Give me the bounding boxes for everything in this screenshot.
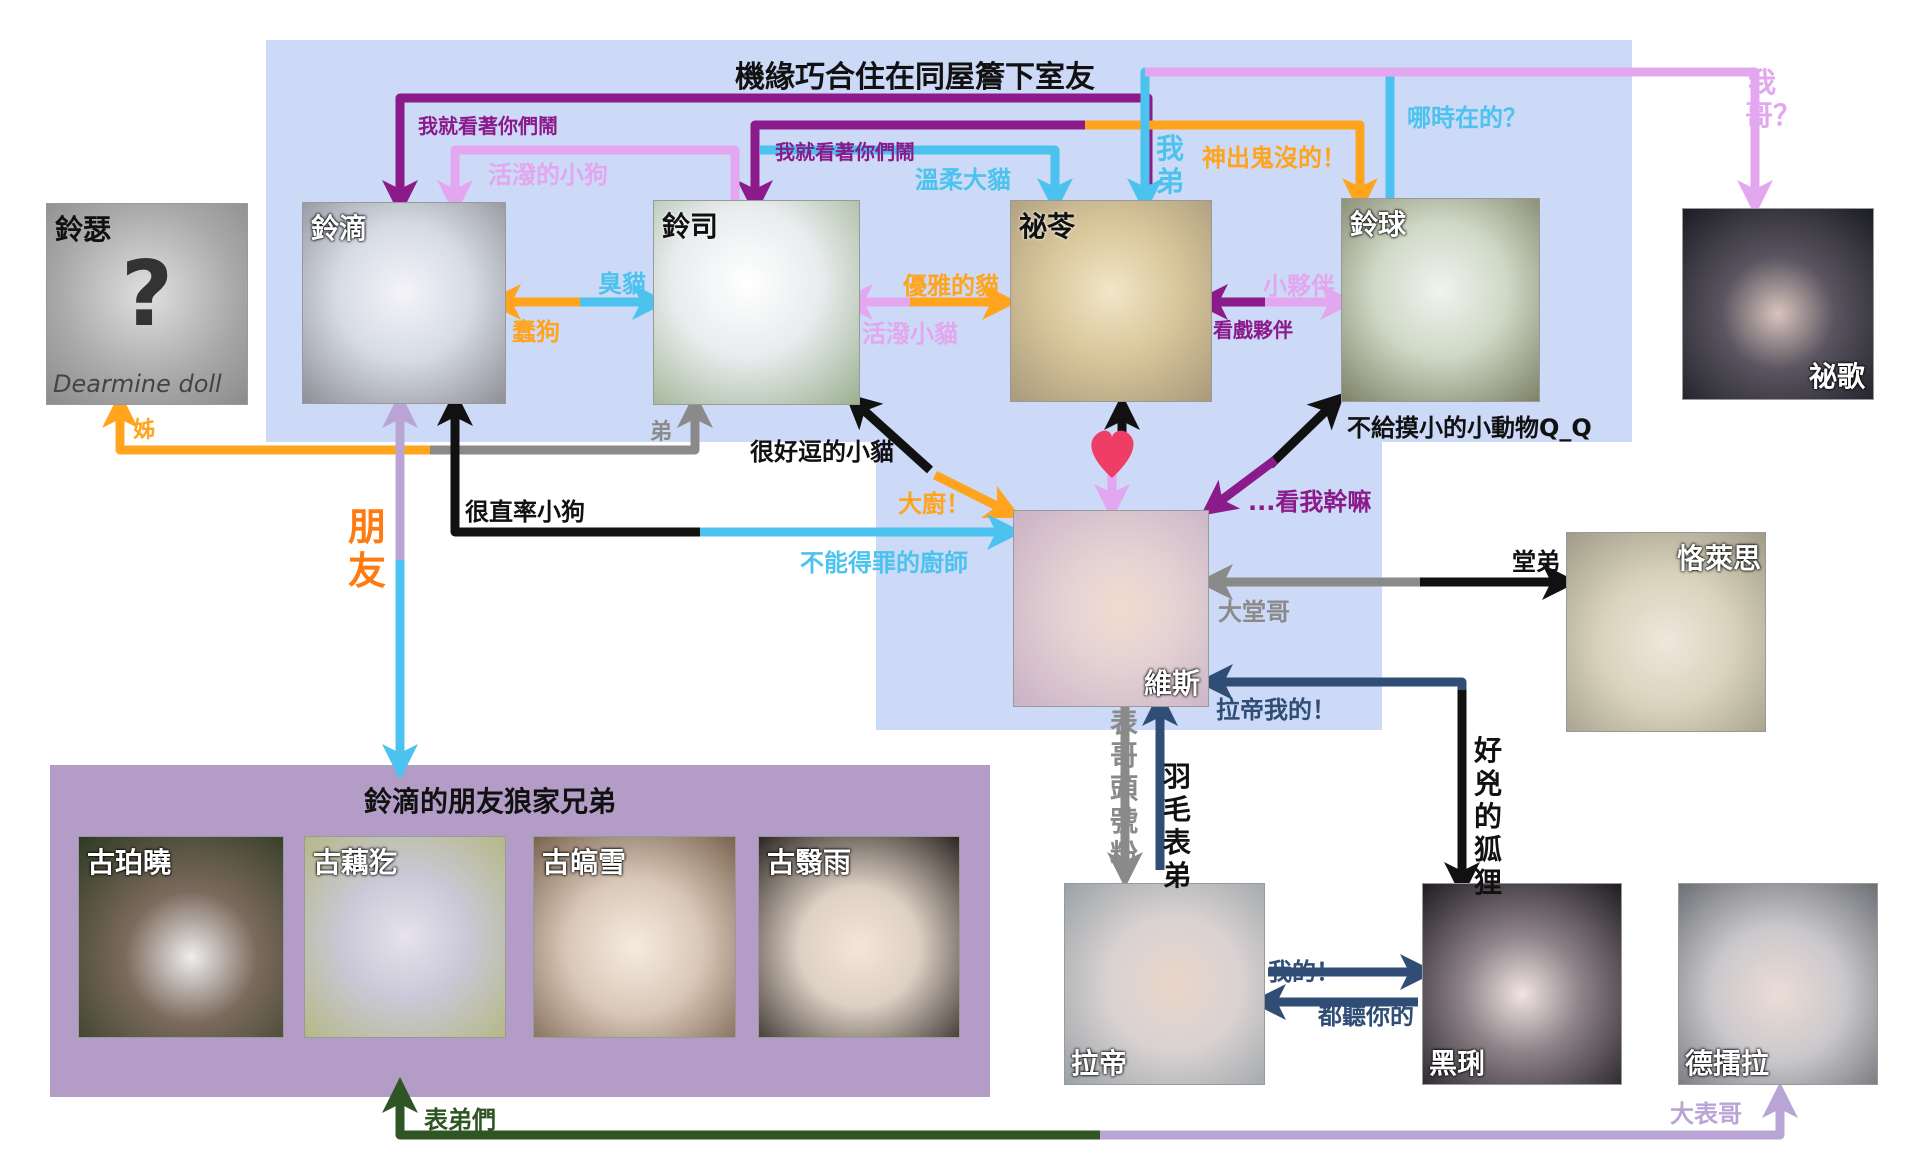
label-kelaisi: 恪萊思: [1677, 542, 1762, 575]
arrow-weisi-lingsi: [844, 392, 934, 474]
arrow-delei-wolf: [382, 1077, 1115, 1140]
portrait-weisi: 維斯: [1013, 510, 1209, 707]
label-funny-kitten: 很好逗的小貓: [750, 438, 894, 466]
arrow-lingse-lingsi: [430, 392, 713, 455]
label-lingdi: 鈴滴: [311, 212, 368, 245]
label-mige: 祕歌: [1808, 360, 1865, 393]
label-feather-cousin: 羽毛表弟: [1162, 760, 1191, 892]
portrait-miling: 祕苓: [1010, 200, 1212, 402]
label-why-look: ...看我幹嘛: [1248, 488, 1372, 516]
arrow-miling-lingsi: [737, 120, 1085, 216]
label-watch-you-2: 我就看著你們鬧: [775, 140, 915, 164]
label-elegant-cat: 優雅的貓: [903, 272, 999, 300]
portrait-lingse: ? 鈴瑟 Dearmine doll: [46, 203, 248, 405]
portrait-lingqiu: 鈴球: [1341, 198, 1540, 402]
label-watch-you-1: 我就看著你們鬧: [418, 114, 558, 138]
label-cousins: 表弟們: [424, 1106, 496, 1134]
heart-icon: [1091, 430, 1134, 478]
portrait-gubo: 古珀曉: [78, 836, 284, 1038]
label-big-cousin: 大表哥: [1670, 1100, 1742, 1128]
label-when-here: 哪時在的？: [1407, 104, 1527, 132]
label-fierce-fox: 好兇的狐狸: [1473, 734, 1502, 899]
question-mark-icon: ?: [120, 242, 174, 347]
arrow-miling-lingqiu: [1085, 120, 1378, 214]
label-cousin-older: 大堂哥: [1218, 598, 1290, 626]
arrow-weisi-lingqiu: [1266, 392, 1345, 469]
label-silly-dog: 蠢狗: [512, 318, 560, 346]
arrow-lingsi-miling: [760, 145, 1073, 214]
label-lively-puppy-top: 活潑的小狗: [488, 161, 608, 189]
arrow-lingsi-lingdi: [437, 145, 740, 216]
label-chef-offend: 不能得罪的廚師: [800, 549, 968, 577]
label-friend: 朋友: [347, 505, 386, 593]
label-lingsi: 鈴司: [662, 210, 719, 243]
portrait-heili: 黑琍: [1422, 883, 1622, 1085]
label-cousin-top-fan: 表哥頭號粉: [1109, 706, 1138, 871]
label-heili: 黑琍: [1429, 1047, 1486, 1080]
label-younger-brother: 弟: [650, 420, 673, 445]
label-gentle-cat: 溫柔大貓: [915, 166, 1011, 194]
arrow-lingqiu-mige: [1145, 67, 1773, 216]
arrow-lingqiu-weisi: [1200, 456, 1278, 516]
label-my-big-brother: 我哥？: [1745, 66, 1802, 132]
label-cousin-younger: 堂弟: [1512, 548, 1560, 576]
label-no-touch: 不給摸小的小動物Q_Q: [1347, 414, 1592, 442]
label-guyi: 古翳雨: [767, 846, 852, 879]
arrow-wolf-delei: [1100, 1082, 1798, 1140]
label-my-brother: 我弟: [1155, 132, 1184, 198]
arrow-lingsi-lingse: [102, 392, 430, 455]
label-show-buddy: 看戲夥伴: [1213, 318, 1293, 342]
label-lively-kitten: 活潑小貓: [862, 320, 958, 348]
label-mine: 我的！: [1268, 958, 1340, 986]
label-miling: 祕苓: [1019, 210, 1076, 243]
label-big-chef: 大廚！: [898, 490, 970, 518]
portrait-lingsi: 鈴司: [653, 200, 860, 405]
portrait-mige: 祕歌: [1682, 208, 1874, 400]
portrait-ladi: 拉帝: [1064, 883, 1265, 1085]
label-weisi: 維斯: [1143, 667, 1200, 700]
label-delei: 德擂拉: [1685, 1047, 1770, 1080]
portrait-kelaisi: 恪萊思: [1566, 532, 1766, 732]
label-sister: 姊: [133, 418, 156, 443]
label-listen-you: 都聽你的: [1318, 1002, 1414, 1030]
arrow-lingsi-weisi: [932, 470, 1022, 519]
housemates-title: 機緣巧合住在同屋簷下室友: [735, 60, 1095, 95]
label-gubo: 古珀曉: [87, 846, 172, 879]
portrait-guhao: 古皜雪: [533, 836, 736, 1038]
label-stinky-cat: 臭貓: [598, 270, 646, 298]
label-lingse: 鈴瑟: [55, 213, 112, 246]
label-ladi: 拉帝: [1071, 1047, 1128, 1080]
label-honest-puppy: 很直率小狗: [465, 498, 585, 526]
label-ladi-mine: 拉帝我的！: [1216, 696, 1336, 724]
label-guou: 古藕犵: [313, 846, 398, 879]
wolf-family-title: 鈴滴的朋友狼家兄弟: [364, 785, 617, 818]
label-little-buddy: 小夥伴: [1263, 272, 1335, 300]
label-guhao: 古皜雪: [542, 846, 627, 879]
label-ghost: 神出鬼沒的！: [1202, 144, 1346, 172]
label-lingqiu: 鈴球: [1350, 208, 1407, 241]
portrait-guyi: 古翳雨: [758, 836, 960, 1038]
portrait-lingdi: 鈴滴: [302, 202, 506, 404]
sticker-text: Dearmine doll: [53, 370, 222, 398]
portrait-guou: 古藕犵: [304, 836, 506, 1038]
portrait-delei: 德擂拉: [1678, 883, 1878, 1085]
arrow-weisi-lingdi: [437, 390, 710, 537]
